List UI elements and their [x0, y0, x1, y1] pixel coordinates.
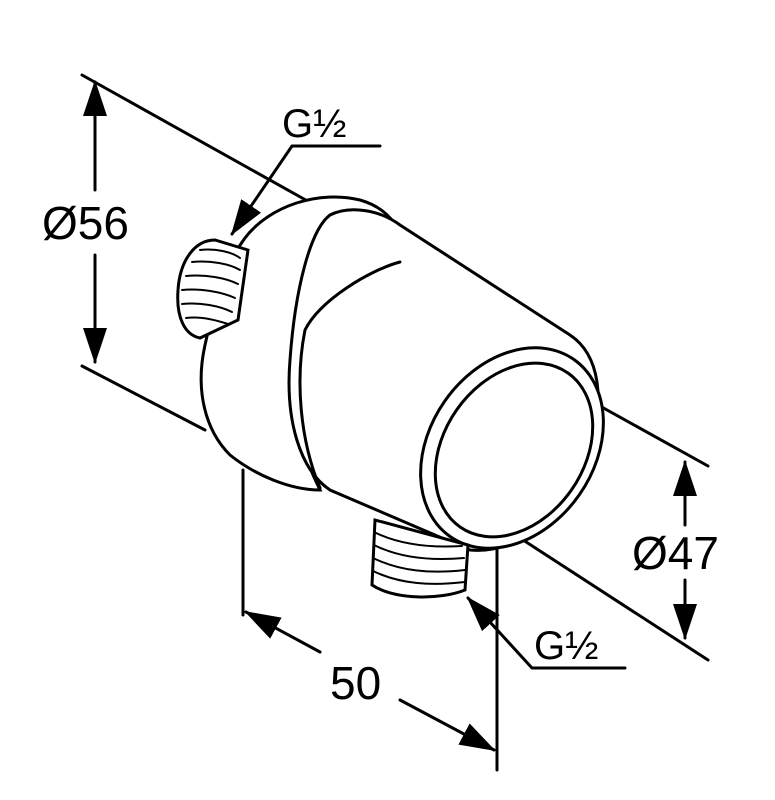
leader-thread-top [230, 144, 382, 236]
thread-lines-bottom [372, 531, 466, 585]
extension-line-top [80, 73, 322, 210]
body-seam [298, 260, 402, 490]
dimension-line-50-right [398, 698, 496, 752]
dimension-line-50-left [244, 610, 322, 654]
diameter-47-label: Ø47 [632, 527, 719, 579]
thread-lines-top [181, 248, 241, 325]
extension-line-bottom [80, 364, 207, 432]
front-face-inner [433, 361, 595, 539]
thread-bottom-label: G½ [534, 624, 599, 668]
thread-top-label: G½ [282, 102, 347, 146]
diameter-56-label: Ø56 [42, 197, 129, 249]
depth-50-label: 50 [330, 657, 382, 709]
thread-nipple-top [176, 238, 250, 340]
leader-thread-bottom [466, 596, 627, 670]
